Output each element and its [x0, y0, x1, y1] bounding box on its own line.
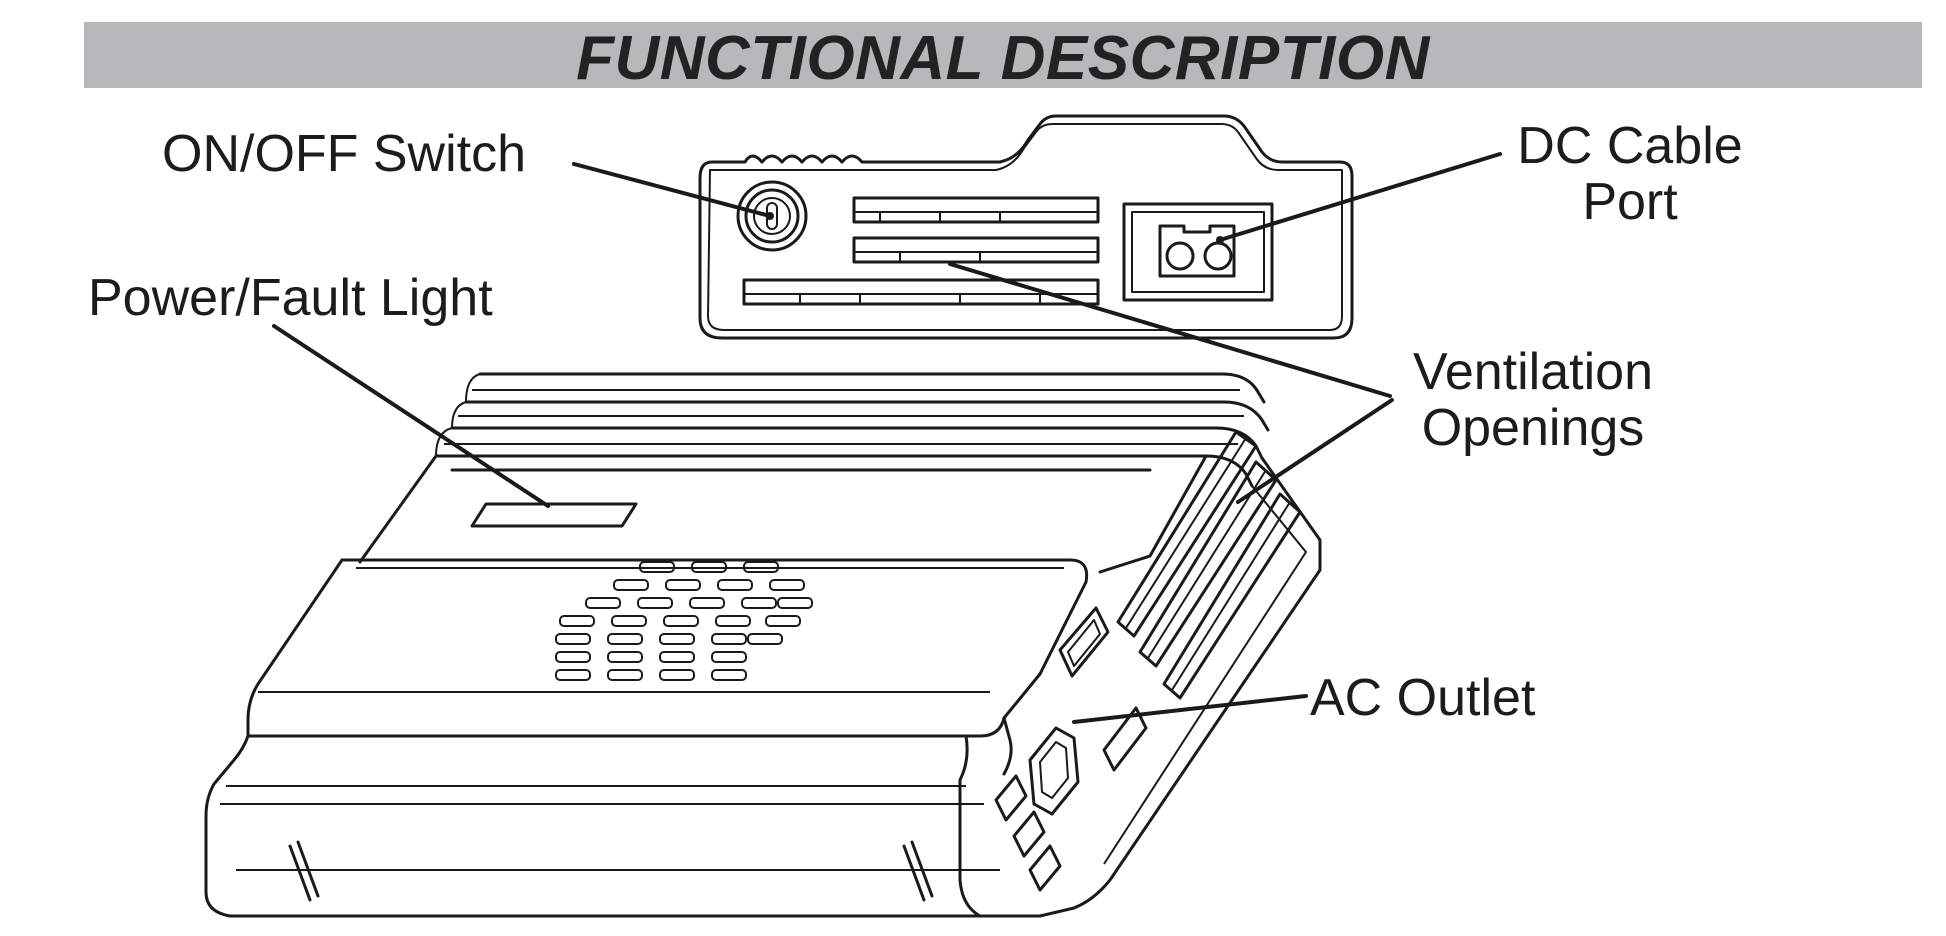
- dc-cable-port-label-line2: Port: [1582, 173, 1678, 231]
- ventilation-label-line2: Openings: [1421, 399, 1645, 457]
- ventilation-leader-side: [1236, 398, 1394, 504]
- rear-panel-illustration: [698, 114, 1354, 340]
- rear-vent-slots-icon: [742, 196, 1100, 306]
- ac-outlet-icon: [994, 726, 1080, 892]
- leader-lines: [272, 152, 1502, 724]
- inverter-body-illustration: [204, 372, 1322, 918]
- ventilation-openings-label: Ventilation Openings: [1392, 344, 1674, 456]
- side-vent-slots-icon: [1116, 430, 1302, 700]
- dc-cable-port-label: DC Cable Port: [1502, 118, 1758, 230]
- page-title: FUNCTIONAL DESCRIPTION: [576, 24, 1430, 93]
- dc-cable-port-label-line1: DC Cable: [1517, 117, 1743, 175]
- power-fault-light-icon: [470, 502, 638, 528]
- on-off-switch-icon: [736, 180, 808, 252]
- title-bar: FUNCTIONAL DESCRIPTION: [84, 22, 1922, 93]
- ventilation-leader-top: [948, 262, 1392, 398]
- dc-cable-port-leader: [1218, 152, 1502, 242]
- speaker-grille-icon: [555, 561, 813, 681]
- ac-outlet-label: AC Outlet: [1310, 669, 1536, 727]
- dc-cable-port-icon: [1122, 202, 1274, 302]
- ac-outlet-leader: [1072, 694, 1308, 724]
- ventilation-label-line1: Ventilation: [1413, 343, 1653, 401]
- on-off-switch-label: ON/OFF Switch: [162, 125, 527, 183]
- power-fault-light-leader: [272, 324, 550, 508]
- on-off-switch-leader: [572, 162, 772, 218]
- power-fault-light-label: Power/Fault Light: [88, 269, 493, 327]
